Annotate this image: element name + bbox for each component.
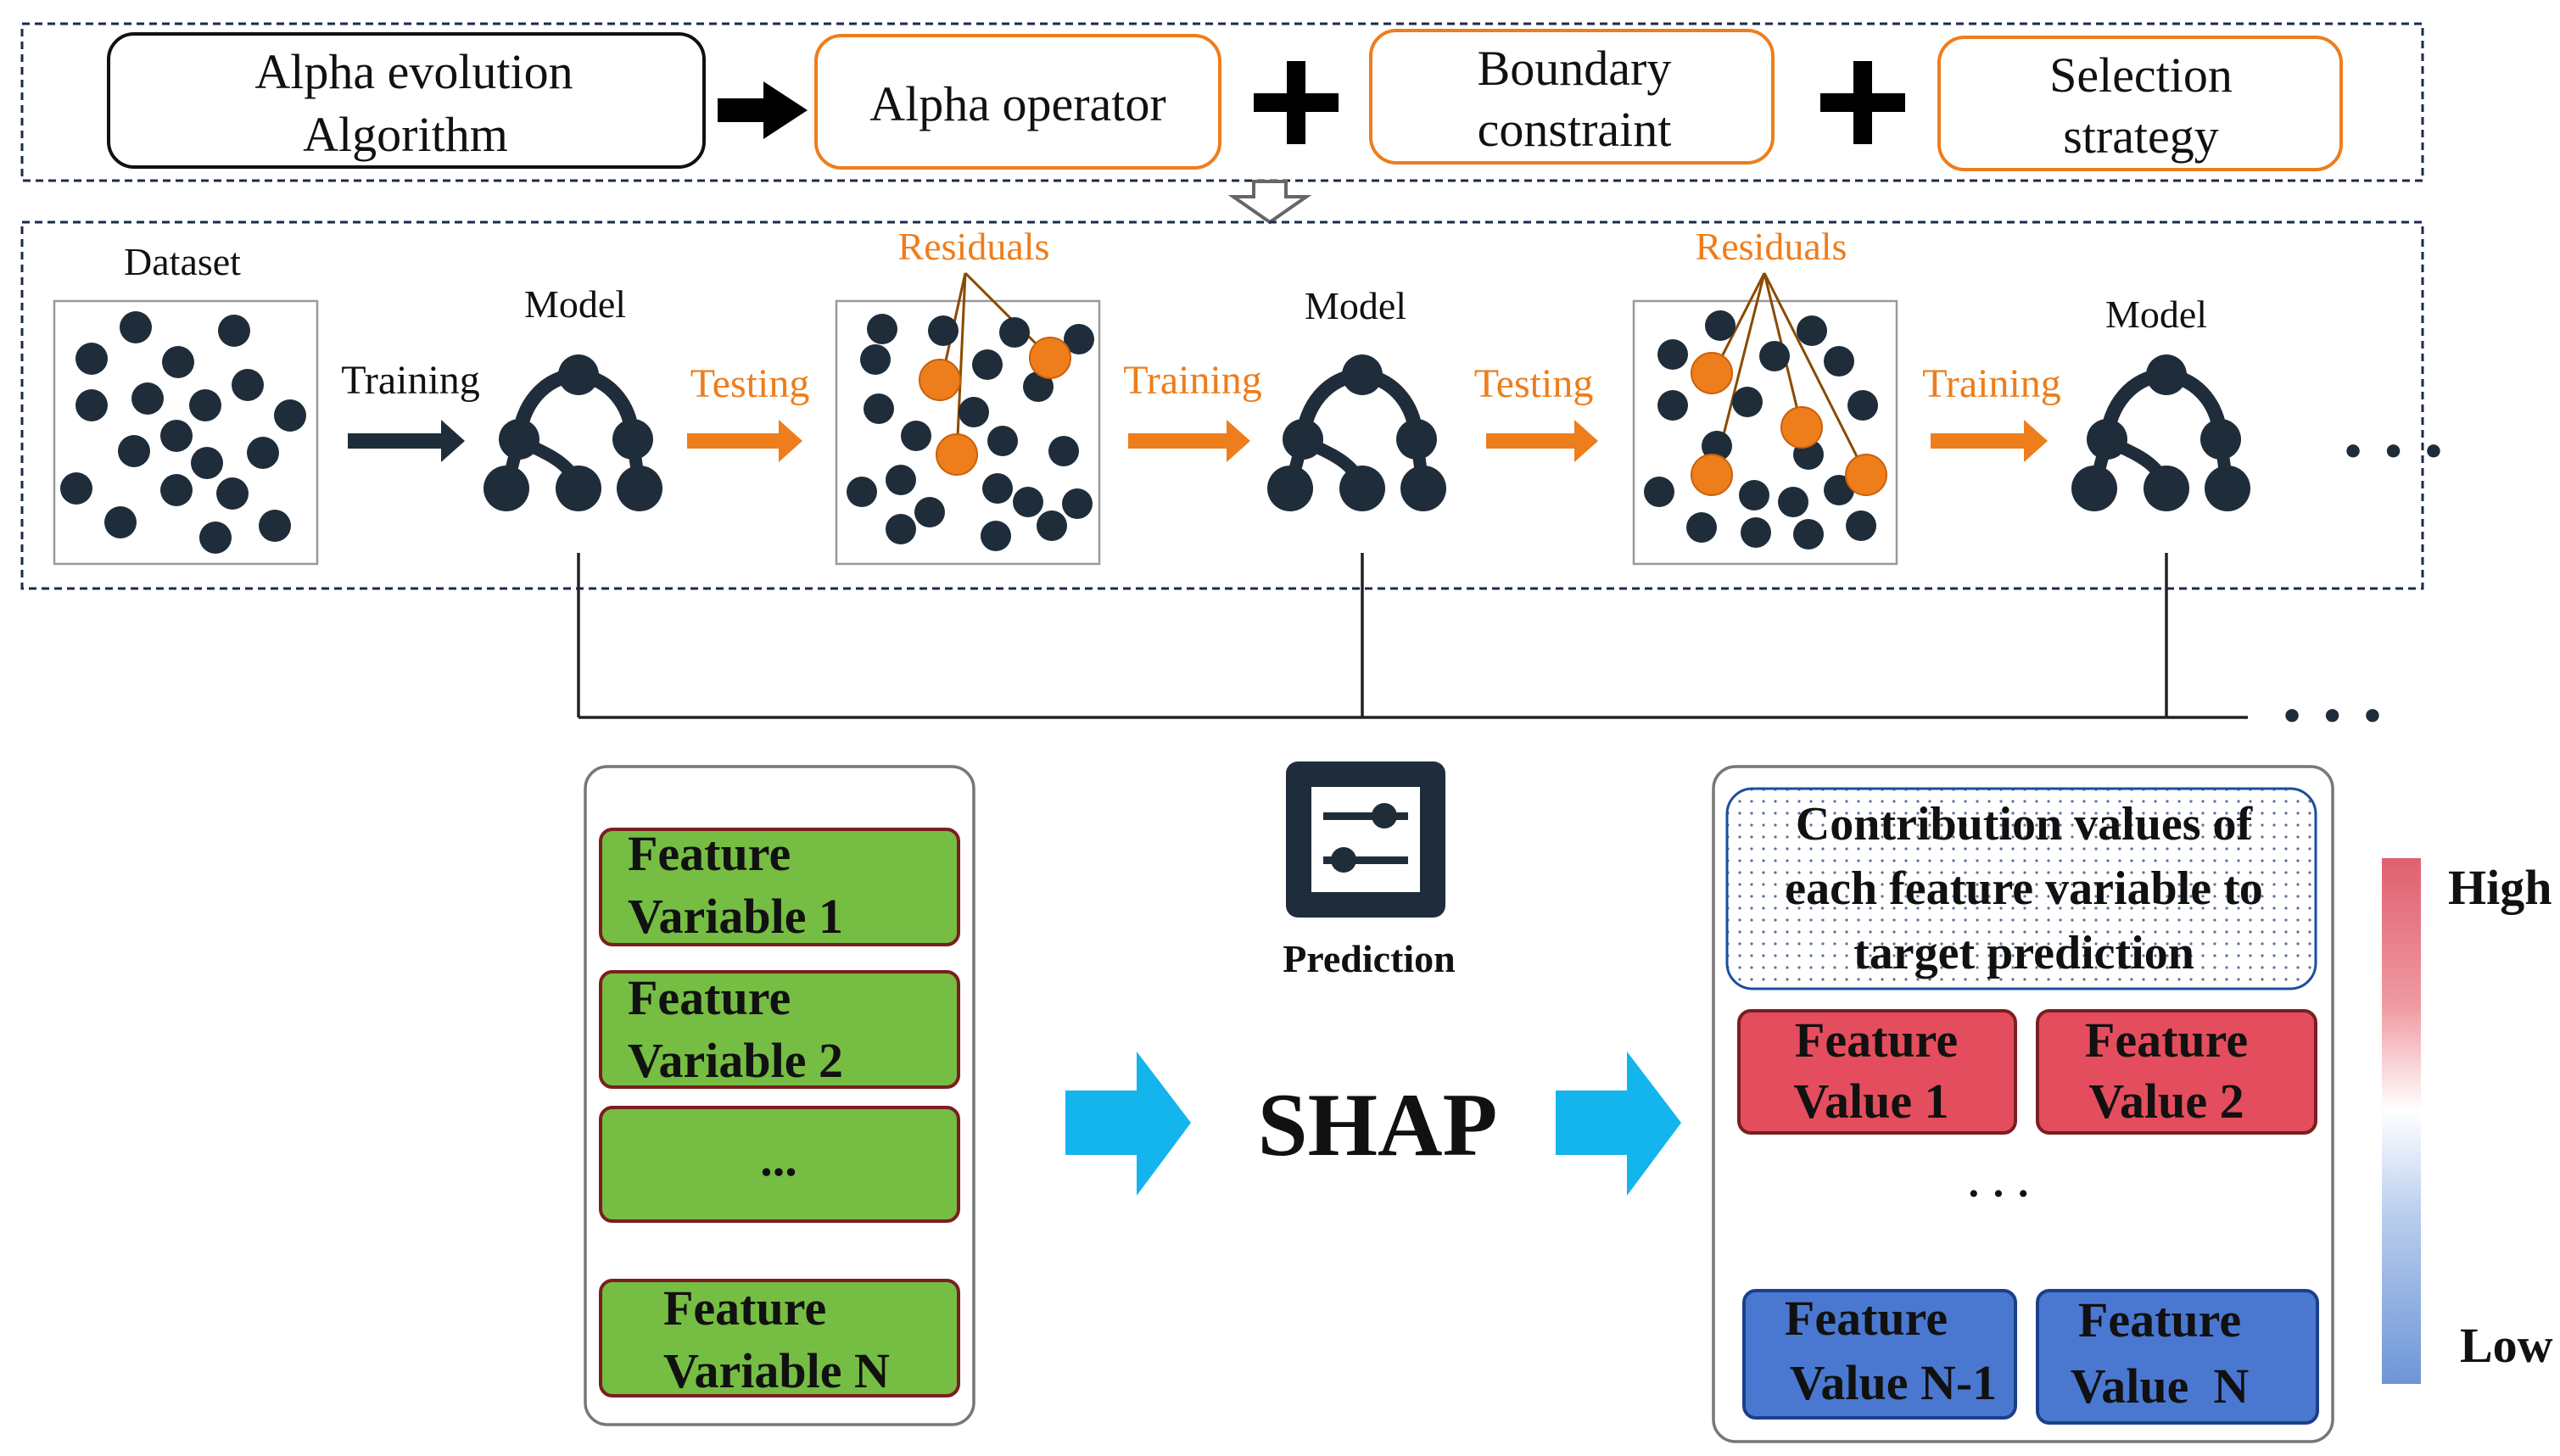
dataset-label: Dataset: [124, 240, 241, 283]
plus-icon: [1820, 61, 1905, 144]
shap-color-bar: [2382, 858, 2421, 1384]
feature-value-label: Feature: [1795, 1013, 1958, 1068]
feature-variable-1: [599, 828, 960, 946]
feature-variable-label: Feature: [628, 970, 791, 1025]
feature-variable-n: [599, 1279, 960, 1397]
right-arrow-icon: [1128, 420, 1250, 462]
feature-value-2: [2036, 1009, 2317, 1135]
model-label: Model: [524, 282, 626, 326]
boundary-constraint-label-2: constraint: [1478, 102, 1672, 157]
training-label: Training: [1922, 361, 2061, 406]
shap-label: SHAP: [1258, 1075, 1498, 1174]
alpha-operator-label: Alpha operator: [869, 76, 1165, 131]
training-label: Training: [1123, 358, 1262, 403]
model-label: Model: [2105, 293, 2207, 336]
right-arrow-icon: [1065, 1052, 1191, 1196]
right-arrow-icon: [687, 420, 802, 462]
testing-label: Testing: [690, 361, 810, 406]
tree-model-icon: [1267, 354, 1446, 511]
feature-value-1: [1737, 1009, 2017, 1135]
right-arrow-icon: [1556, 1052, 1681, 1196]
feature-value-n: [2036, 1289, 2319, 1425]
alpha-evolution-box: [107, 32, 706, 169]
feature-value-label: Value 1: [1793, 1074, 1948, 1129]
selection-strategy-box: [1937, 36, 2343, 171]
dataset-panel: [53, 299, 319, 566]
right-arrow-icon: [1486, 420, 1598, 462]
feature-value-label: Feature: [1785, 1291, 1948, 1346]
prediction-label: Prediction: [1283, 937, 1456, 980]
selection-strategy-label-2: strategy: [2063, 109, 2219, 164]
tree-model-icon: [483, 354, 662, 511]
right-arrow-icon: [718, 81, 808, 139]
feature-value-label: Value N-1: [1790, 1355, 1997, 1410]
alpha-operator-box: [814, 34, 1221, 170]
alpha-evolution-label: Alpha evolution: [254, 44, 573, 99]
feature-variable-label: Feature: [663, 1280, 826, 1336]
continuation-ellipsis: • • •: [2341, 431, 2447, 474]
feature-value-label: Feature: [2085, 1013, 2248, 1068]
right-arrow-icon: [1931, 420, 2048, 462]
feature-variable-label: Variable 2: [628, 1033, 843, 1088]
alpha-evolution-label-2: Algorithm: [303, 107, 508, 162]
testing-label: Testing: [1474, 361, 1594, 406]
feature-variable-ellipsis: [599, 1106, 960, 1223]
top-pipeline-frame: [20, 22, 2424, 182]
color-bar-high-label: High: [2448, 860, 2552, 915]
feature-value-label: Value 2: [2088, 1074, 2244, 1129]
feature-variable-label: Variable N: [663, 1343, 890, 1398]
contributions-header: each feature variable to: [1785, 862, 2262, 915]
feature-value-n-minus-1: [1742, 1289, 2017, 1420]
residual-panel: [1632, 272, 1898, 566]
feature-variable-2: [599, 970, 960, 1089]
feature-value-label: Feature: [2078, 1292, 2241, 1347]
boundary-constraint-label: Boundary: [1478, 41, 1672, 96]
contributions-header-box: [1725, 787, 2317, 990]
feature-variable-label: Feature: [628, 826, 791, 881]
feature-value-ellipsis: · · ·: [1966, 1169, 2030, 1217]
feature-value-label: Value N: [2071, 1358, 2250, 1414]
residuals-label: Residuals: [1696, 225, 1847, 268]
contributions-header: Contribution values of: [1796, 798, 2254, 851]
right-arrow-icon: [348, 420, 465, 462]
tree-model-icon: [2071, 354, 2250, 511]
boundary-constraint-box: [1369, 29, 1775, 165]
color-bar-low-label: Low: [2460, 1318, 2553, 1373]
feature-variable-label: Variable 1: [628, 889, 843, 944]
boosting-frame: [20, 220, 2424, 590]
residual-panel: [835, 271, 1101, 566]
feature-variable-label: ...: [760, 1131, 797, 1186]
continuation-ellipsis: • • •: [2280, 695, 2386, 739]
residuals-label: Residuals: [898, 225, 1050, 268]
sliders-icon: [1286, 761, 1445, 918]
ensemble-connector: [577, 553, 2248, 719]
training-label: Training: [341, 358, 480, 403]
contributions-header: target prediction: [1853, 927, 2194, 979]
selection-strategy-label: Selection: [2049, 47, 2233, 103]
down-arrow-icon: [1227, 180, 1312, 225]
model-label: Model: [1305, 284, 1406, 327]
plus-icon: [1254, 61, 1339, 144]
